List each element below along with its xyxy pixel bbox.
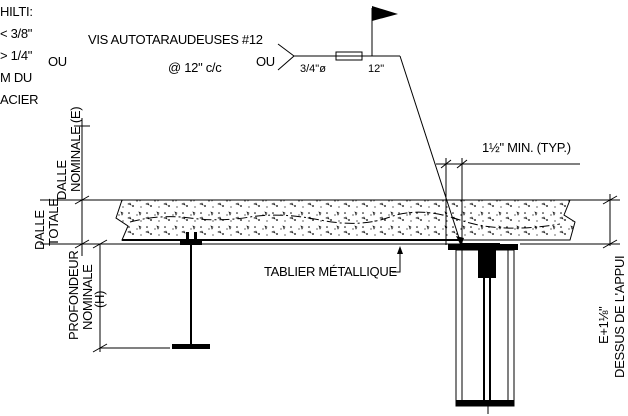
concrete-slab [40, 199, 620, 241]
left-note-line-1: HILTI: [0, 4, 33, 19]
slab-total-line-2: TOTALE [46, 198, 61, 246]
wire-mesh [129, 211, 561, 229]
deck-depth-line-2: NOMINALE [80, 264, 95, 330]
left-note-line-5: ACIER [0, 92, 38, 107]
left-dimensions: DALLE NOMINALE (E) DALLE TOTALE PROFONDE… [32, 107, 170, 353]
left-note-line-4: M DU [0, 70, 32, 85]
ou-label-1: OU [48, 54, 67, 69]
deck-depth-line-1: PROFONDEUR [66, 251, 81, 340]
deck-depth-line-3: (H) [92, 291, 107, 308]
left-note-line-3: > 1/4" [0, 48, 33, 63]
field-weld-flag-icon [372, 6, 398, 21]
left-steel-beam [172, 232, 210, 349]
ou-label-2: OU [256, 54, 275, 69]
deck-callout: TABLIER MÉTALLIQUE [264, 246, 403, 279]
left-notes: HILTI: < 3/8" > 1/4" M DU ACIER [0, 4, 39, 107]
weld-size: 3/4"ø [300, 63, 326, 75]
support-top-line-1: E+1⅛" [596, 306, 611, 344]
slab-total-line-1: DALLE [32, 210, 47, 250]
min-bearing-label: 1½" MIN. (TYP.) [482, 140, 571, 155]
right-dimensions: E+1⅛" DESSUS DE L'APPUI [520, 194, 627, 378]
screw-note-line-2: @ 12" c/c [168, 60, 222, 75]
weld-length: 12" [368, 63, 384, 75]
bearing-support [448, 244, 518, 414]
slab-nominal-line-1: DALLE [54, 160, 69, 200]
support-top-line-2: DESSUS DE L'APPUI [612, 256, 627, 378]
slab-nominal-line-2: NOMINALE (E) [68, 107, 83, 192]
left-note-line-2: < 3/8" [0, 26, 33, 41]
deck-label: TABLIER MÉTALLIQUE [264, 264, 397, 279]
steel-deck [100, 239, 500, 245]
screw-note-line-1: VIS AUTOTARAUDEUSES #12 [88, 32, 263, 47]
